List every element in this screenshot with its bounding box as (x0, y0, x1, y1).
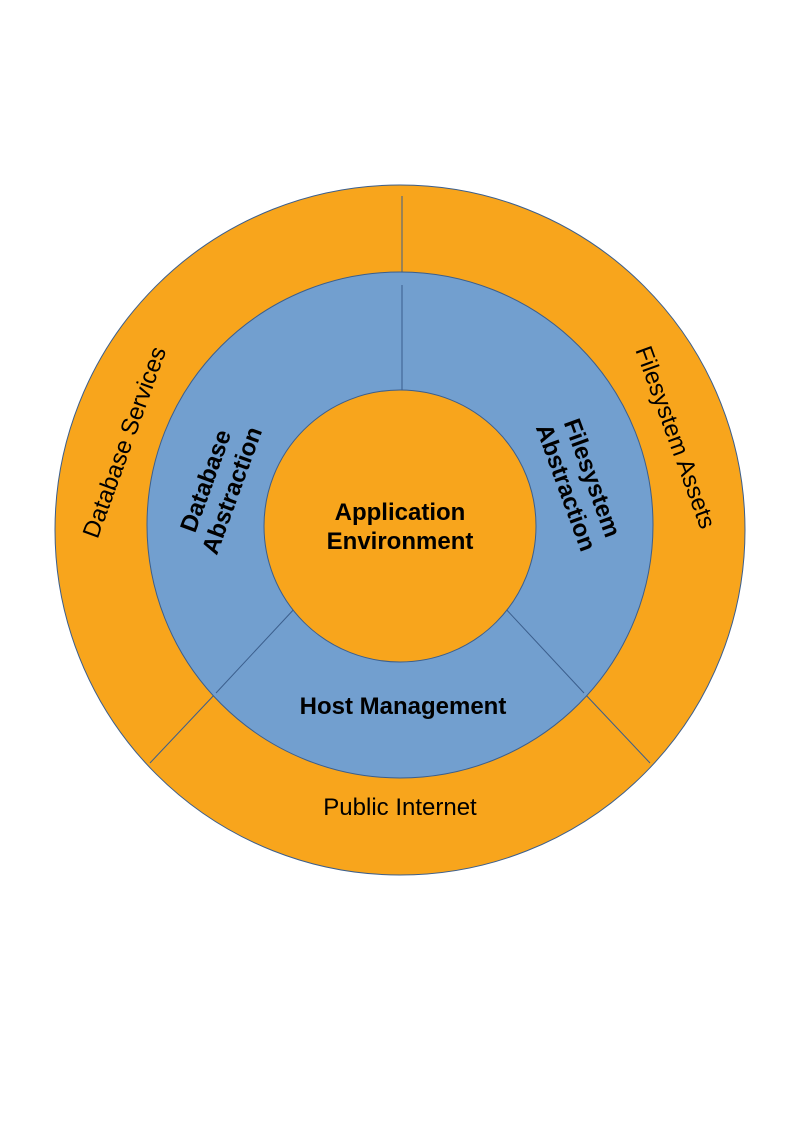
outer-divider-lower-right (583, 692, 651, 764)
core-circle (263, 389, 537, 663)
label-host-management: Host Management (300, 693, 507, 720)
label-core-line1: Application (335, 499, 466, 526)
label-core-line2: Environment (327, 528, 474, 555)
middle-divider-lower-right (503, 606, 585, 694)
middle-divider-lower-left (215, 606, 297, 694)
outer-divider-lower-left (149, 692, 217, 764)
label-public-internet: Public Internet (323, 794, 477, 821)
